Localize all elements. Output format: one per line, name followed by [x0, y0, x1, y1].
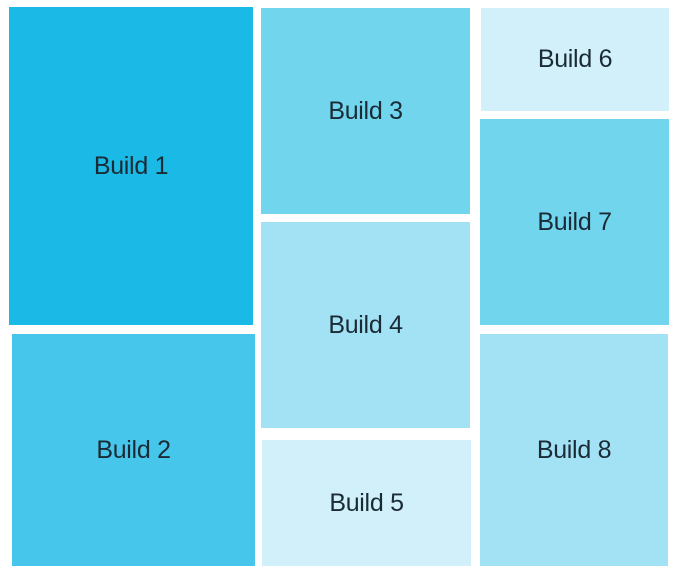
tile-build-3[interactable]: Build 3: [261, 8, 470, 214]
tile-label: Build 5: [329, 488, 404, 517]
tile-label: Build 6: [537, 45, 613, 73]
tile-label: Build 2: [96, 435, 171, 464]
tile-build-7[interactable]: Build 7: [480, 119, 669, 325]
tile-build-5[interactable]: Build 5: [262, 440, 471, 566]
tile-label: Build 7: [537, 207, 612, 236]
tile-build-2[interactable]: Build 2: [12, 334, 255, 566]
tile-build-6[interactable]: Build 6: [481, 8, 669, 111]
tile-label: Build 3: [328, 96, 403, 125]
tile-label: Build 8: [536, 435, 612, 464]
tile-build-1[interactable]: Build 1: [9, 7, 253, 325]
tile-build-8[interactable]: Build 8: [480, 334, 668, 566]
tile-build-4[interactable]: Build 4: [261, 222, 470, 428]
tile-label: Build 1: [93, 151, 169, 180]
tile-label: Build 4: [328, 310, 403, 339]
